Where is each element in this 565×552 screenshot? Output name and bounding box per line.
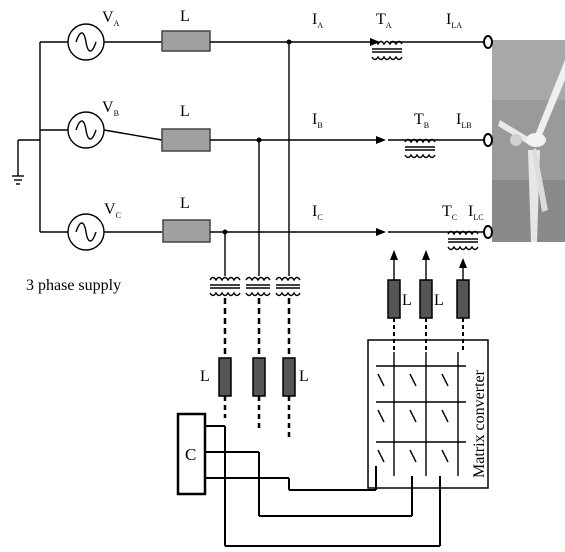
transformer-c [447, 230, 479, 251]
shunt-inductor-label-1: L [200, 368, 210, 385]
current-b-label: IB [312, 111, 323, 130]
shunt-transformer-b [245, 276, 271, 297]
line-inductor-a [161, 30, 211, 52]
source-b [67, 111, 105, 149]
output-inductor-label-1: L [402, 292, 412, 309]
ground-icon [12, 175, 24, 185]
shunt-inductor-label-2: L [299, 368, 309, 385]
output-inductor-links [393, 318, 464, 350]
matrix-converter: Matrix converter [367, 339, 489, 489]
line-inductor-b-label: L [180, 103, 190, 120]
output-inductors [387, 279, 470, 319]
line-inductor-b [161, 128, 211, 152]
source-b-label: VB [102, 99, 119, 118]
shunt-transformer-c [209, 276, 241, 297]
return-wires [224, 426, 441, 547]
output-arrows [390, 250, 467, 280]
source-a-label: VA [102, 9, 120, 28]
supply-label: 3 phase supply [26, 277, 121, 294]
load-current-c-label: ILC [468, 203, 484, 222]
capacitor-label: C [185, 445, 196, 464]
transformer-c-label: TC [442, 203, 457, 222]
transformer-b [404, 138, 436, 159]
source-c-label: VC [104, 201, 121, 220]
current-arrows [370, 38, 386, 236]
source-a [67, 23, 105, 61]
shunt-transformer-a [275, 276, 301, 297]
source-bus [17, 41, 68, 233]
line-inductor-c [162, 219, 211, 243]
transformer-b-label: TB [414, 111, 429, 130]
source-c [67, 213, 105, 251]
line-inductor-a-label: L [180, 8, 190, 25]
transformer-a-label: TA [376, 11, 392, 30]
shunt-dashed-links [223, 298, 291, 358]
capacitor-bank: C [176, 412, 207, 496]
current-a-label: IA [312, 11, 323, 30]
wind-turbine-image [492, 40, 565, 242]
current-c-label: IC [312, 203, 323, 222]
line-inductor-c-label: L [180, 195, 190, 212]
load-current-b-label: ILB [456, 111, 472, 130]
matrix-converter-label: Matrix converter [471, 369, 488, 478]
junction-dots [222, 39, 292, 235]
output-inductor-label-2: L [434, 292, 444, 309]
output-terminals [483, 35, 493, 239]
transformer-a [371, 40, 403, 61]
load-current-a-label: ILA [446, 11, 462, 30]
shunt-inductors [218, 357, 296, 397]
